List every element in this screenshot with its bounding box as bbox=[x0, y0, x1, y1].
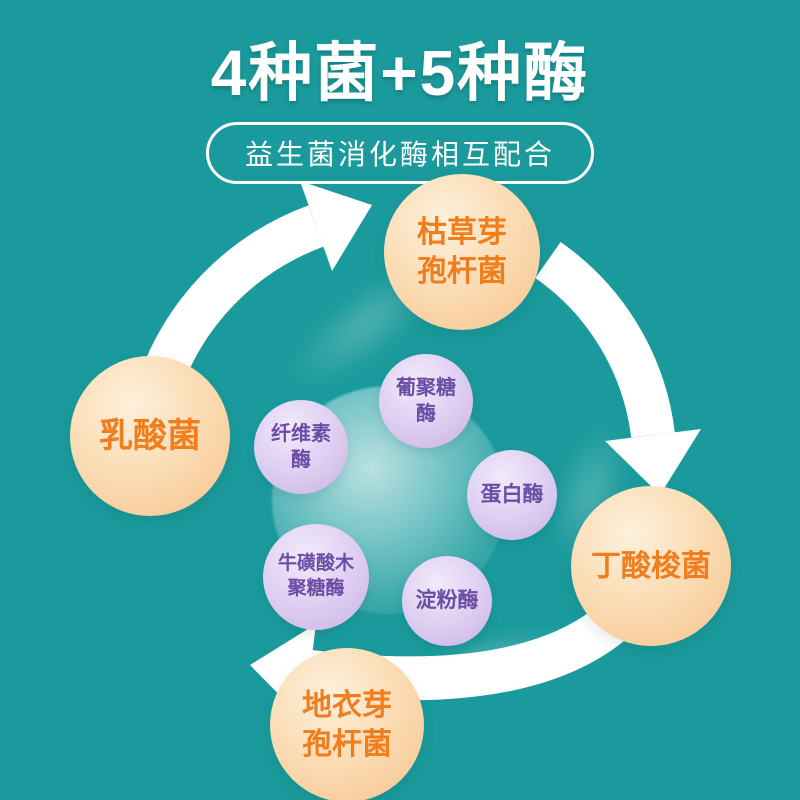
enzyme-circle-amylase: 淀粉酶 bbox=[402, 556, 492, 646]
enzyme-circle-taurine-xylanase: 牛磺酸木 聚糖酶 bbox=[263, 524, 369, 630]
bacteria-circle-bacillus-licheniformis: 地衣芽 孢杆菌 bbox=[270, 648, 424, 800]
label-line: 淀粉酶 bbox=[415, 589, 479, 613]
label-line: 蛋白酶 bbox=[480, 483, 544, 507]
enzyme-circle-cellulase: 纤维素 酶 bbox=[254, 400, 348, 494]
bacteria-circle-bacillus-subtilis: 枯草芽 孢杆菌 bbox=[384, 174, 540, 330]
label-line: 聚糖酶 bbox=[287, 578, 345, 599]
label-line: 牛磺酸木 bbox=[277, 553, 354, 575]
label-line: 地衣芽 bbox=[302, 689, 392, 722]
cycle-arrow-right bbox=[535, 241, 701, 495]
page-title: 4种菌+5种酶 bbox=[210, 37, 590, 109]
enzyme-circle-protease: 蛋白酶 bbox=[467, 450, 557, 540]
cycle-arrow-left-head bbox=[300, 181, 372, 271]
label-line: 枯草芽 bbox=[417, 216, 507, 249]
bacteria-circle-lactobacillus: 乳酸菌 bbox=[70, 356, 230, 516]
label-line: 酶 bbox=[416, 403, 436, 425]
label-line: 乳酸菌 bbox=[99, 416, 201, 455]
subtitle-text: 益生菌消化酶相互配合 bbox=[244, 139, 556, 170]
label-line: 孢杆菌 bbox=[302, 728, 392, 761]
label-line: 酶 bbox=[291, 449, 311, 471]
subtitle-pill: 益生菌消化酶相互配合 bbox=[205, 122, 595, 184]
label-line: 丁酸梭菌 bbox=[591, 549, 711, 583]
label-line: 孢杆菌 bbox=[417, 255, 507, 288]
label-line: 葡聚糖 bbox=[396, 377, 456, 399]
bacteria-circle-clostridium-butyricum: 丁酸梭菌 bbox=[571, 486, 731, 646]
enzyme-circle-glucanase: 葡聚糖 酶 bbox=[379, 354, 473, 448]
label-line: 纤维素 bbox=[271, 423, 331, 445]
cycle-arrow-right-head bbox=[605, 429, 701, 495]
